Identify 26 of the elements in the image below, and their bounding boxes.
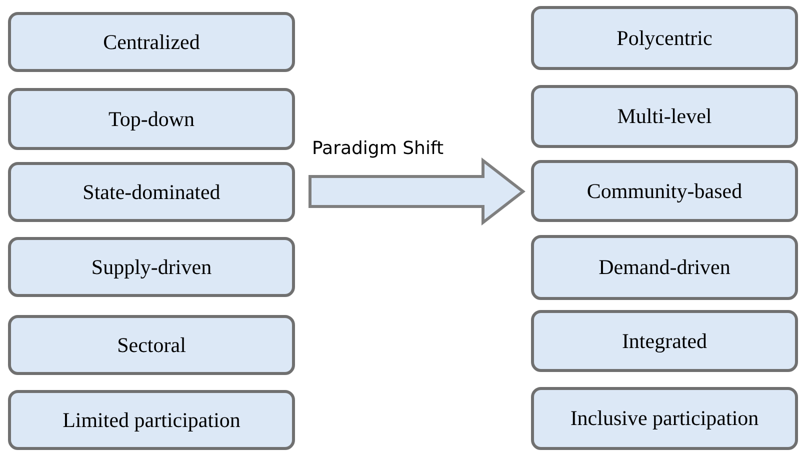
term-box bbox=[531, 235, 798, 300]
term-box bbox=[8, 12, 295, 72]
term-box bbox=[8, 88, 295, 150]
term-box bbox=[531, 85, 798, 148]
term-label: Centralized bbox=[103, 30, 200, 54]
term-label: Polycentric bbox=[616, 26, 712, 50]
block-arrow bbox=[308, 157, 526, 226]
term-label: Integrated bbox=[622, 328, 708, 354]
term-label: Sectoral bbox=[117, 332, 186, 358]
term-label: Multi-level bbox=[617, 104, 712, 129]
term-box bbox=[531, 6, 798, 70]
term-box bbox=[531, 160, 798, 222]
term-label: Community-based bbox=[586, 178, 742, 204]
term-label: Limited participation bbox=[62, 408, 240, 432]
term-label: Supply-driven bbox=[91, 254, 212, 280]
term-label: Demand-driven bbox=[598, 255, 730, 280]
term-box bbox=[531, 387, 798, 450]
term-label: Inclusive participation bbox=[570, 406, 759, 431]
term-label: State-dominated bbox=[82, 180, 220, 204]
term-box bbox=[531, 310, 798, 372]
term-box bbox=[8, 162, 295, 222]
term-box bbox=[8, 315, 295, 375]
term-box bbox=[8, 237, 295, 297]
term-label: Top-down bbox=[108, 106, 195, 132]
edge-label: Paradigm Shift bbox=[312, 138, 444, 158]
term-box bbox=[8, 390, 295, 450]
